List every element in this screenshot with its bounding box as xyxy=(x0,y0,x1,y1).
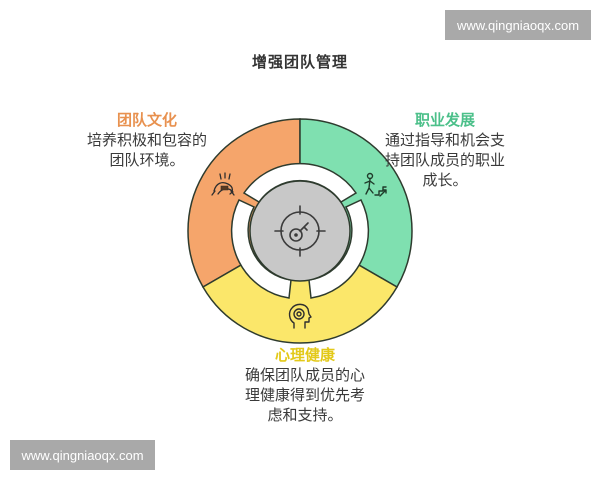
section-description-line: 成长。 xyxy=(422,171,468,189)
section-description-line: 培养积极和包容的 xyxy=(86,131,207,149)
inner-ring xyxy=(230,162,370,299)
section-description-line: 团队环境。 xyxy=(109,151,185,169)
segment-mental-health[interactable] xyxy=(201,230,399,344)
section-title: 团队文化 xyxy=(116,111,177,129)
section-description-line: 理健康得到优先考 xyxy=(244,386,365,404)
page-title: 增强团队管理 xyxy=(251,53,348,71)
watermark-top: www.qingniaoqx.com xyxy=(445,10,591,40)
hands-together-icon xyxy=(211,172,235,196)
section-title: 职业发展 xyxy=(414,111,475,129)
section-description-line: 虑和支持。 xyxy=(267,406,343,424)
section-career-development: 职业发展 通过指导和机会支 持团队成员的职业 成长。 xyxy=(380,110,510,190)
section-mental-health: 心理健康 确保团队成员的心 理健康得到优先考 虑和支持。 xyxy=(225,345,385,425)
section-team-culture: 团队文化 培养积极和包容的 团队环境。 xyxy=(72,110,222,170)
person-climbing-stairs-icon xyxy=(364,172,387,197)
head-flower-icon xyxy=(288,303,312,329)
section-title: 心理健康 xyxy=(274,346,335,364)
section-description-line: 持团队成员的职业 xyxy=(384,151,505,169)
section-description-line: 确保团队成员的心 xyxy=(244,366,365,384)
section-description-line: 通过指导和机会支 xyxy=(384,131,505,149)
target-key-icon xyxy=(274,205,326,257)
watermark-bottom: www.qingniaoqx.com xyxy=(10,440,155,470)
